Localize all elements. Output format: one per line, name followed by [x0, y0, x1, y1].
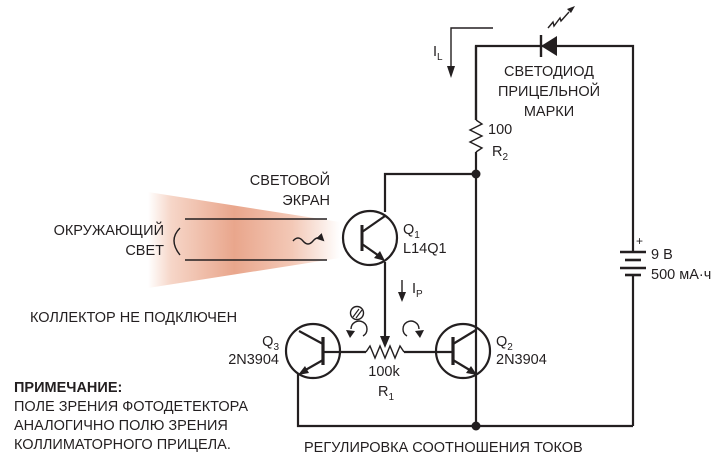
ambient-label-line1: ОКРУЖАЮЩИЙ: [54, 221, 164, 239]
battery-capacity: 500 мА·ч: [651, 267, 711, 283]
led-emission-arrow-icon: [547, 11, 570, 29]
junction-node-bottom: [471, 421, 481, 431]
r1-name: R1: [378, 384, 394, 403]
battery: [620, 230, 646, 426]
wiper-arrowhead: [380, 336, 390, 348]
q2-name: Q2: [496, 334, 513, 353]
light-shield: [173, 218, 327, 261]
r2-zigzag: [468, 119, 484, 153]
led-label-line1: СВЕТОДИОД: [504, 64, 594, 80]
screwdriver-adjust-icon: [349, 305, 365, 321]
shield-label-line2: ЭКРАН: [282, 193, 330, 209]
q3-collector-leg: [298, 330, 324, 345]
q1-body: [341, 209, 399, 267]
collector-not-connected-label: КОЛЛЕКТОР НЕ ПОДКЛЮЧЕН: [30, 310, 237, 326]
il-label: IL: [433, 44, 443, 63]
ip-label: IP: [412, 281, 423, 300]
battery-plus-sign: +: [636, 234, 643, 248]
q1-name: Q1: [403, 222, 420, 241]
note-line2: АНАЛОГИЧНО ПОЛЮ ЗРЕНИЯ: [14, 418, 228, 434]
q2-part: 2N3904: [496, 352, 547, 368]
ambient-light-beam: [148, 192, 340, 288]
il-arrowhead: [447, 66, 455, 78]
cw-rotate-arrowhead: [415, 330, 424, 338]
battery-voltage: 9 В: [651, 247, 673, 263]
q1-part: L14Q1: [403, 241, 447, 257]
q2-emitter-arrow: [466, 366, 477, 375]
phototransistor-q1: [341, 209, 399, 267]
wire-q1-collector: [383, 172, 476, 212]
led-label-line2: ПРИЦЕЛЬНОЙ: [498, 82, 600, 100]
q1-collector-leg: [361, 215, 386, 233]
screwdriver-slot-1: [352, 308, 360, 318]
shield-label-line1: СВЕТОВОЙ: [250, 171, 330, 189]
ccw-rotate-arrowhead: [346, 330, 355, 338]
q3-emitter-arrow: [298, 366, 309, 375]
ambient-label-line2: СВЕТ: [125, 243, 164, 259]
q3-part: 2N3904: [228, 352, 279, 368]
note-line3: КОЛЛИМАТОРНОГО ПРИЦЕЛА.: [14, 437, 231, 453]
q2-collector-leg: [452, 329, 477, 345]
cw-rotate-icon: [402, 320, 420, 337]
q3-name: Q3: [262, 334, 279, 353]
led-label-line3: МАРКИ: [524, 104, 574, 120]
q1-emitter-arrow: [374, 251, 385, 261]
q3-body: [284, 322, 342, 380]
ambient-bracket-icon: [173, 227, 181, 256]
r1-zigzag: [365, 344, 405, 360]
r2-value: 100: [488, 122, 512, 138]
ip-arrowhead: [398, 292, 406, 302]
r2-name: R2: [492, 144, 508, 163]
ratio-adjust-label: РЕГУЛИРОВКА СООТНОШЕНИЯ ТОКОВ: [304, 440, 583, 456]
light-beam-shape: [148, 192, 340, 288]
transistor-q3: [284, 322, 342, 380]
note-title: ПРИМЕЧАНИЕ:: [14, 380, 122, 396]
r1-value: 100k: [368, 364, 400, 380]
ccw-rotate-icon: [350, 320, 368, 337]
led-emission-arrowhead: [567, 6, 575, 13]
resistor-r2: [468, 46, 484, 174]
led-triangle: [541, 36, 557, 56]
screwdriver-slot-2: [355, 309, 363, 319]
wire-bottom-rail: [296, 374, 633, 428]
light-wave-arrow-icon: [292, 232, 325, 245]
current-ip-indicator: [398, 280, 406, 302]
potentiometer-r1: [338, 305, 432, 360]
il-arrow-line: [450, 27, 493, 70]
transistor-q2: [432, 322, 492, 380]
note-line1: ПОЛЕ ЗРЕНИЯ ФОТОДЕТЕКТОРА: [14, 399, 248, 415]
current-il-indicator: [447, 27, 493, 78]
